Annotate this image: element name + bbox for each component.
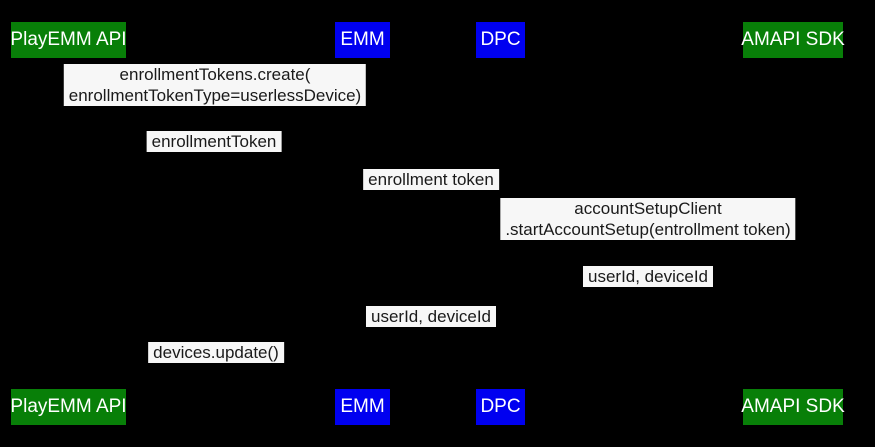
message-enrollment-token: enrollment token (363, 169, 499, 190)
message-userid-deviceid-2: userId, deviceId (365, 306, 497, 327)
actor-dpc-top: DPC (476, 22, 525, 58)
message-line: userId, deviceId (587, 267, 709, 286)
actor-amapi-sdk-top: AMAPI SDK (741, 22, 845, 58)
message-line: .startAccountSetup(entrollment token) (505, 220, 791, 239)
message-enrollmenttokens-create: enrollmentTokens.create( enrollmentToken… (63, 64, 367, 106)
message-line: accountSetupClient (574, 199, 722, 218)
message-line: enrollment token (368, 170, 494, 189)
message-line: enrollmentToken (151, 132, 277, 151)
message-userid-deviceid-1: userId, deviceId (582, 266, 714, 287)
message-line: enrollmentTokenType=userlessDevice) (68, 86, 362, 105)
actor-amapi-sdk-bottom: AMAPI SDK (741, 389, 845, 425)
message-line: userId, deviceId (370, 307, 492, 326)
actor-playemm-api-bottom: PlayEMM API (10, 389, 127, 425)
message-devices-update: devices.update() (148, 342, 284, 363)
actor-emm-top: EMM (335, 22, 390, 58)
message-enrollmenttoken-return: enrollmentToken (146, 131, 282, 152)
message-line: enrollmentTokens.create( (119, 65, 311, 84)
message-line: devices.update() (153, 343, 279, 362)
actor-emm-bottom: EMM (335, 389, 390, 425)
message-start-account-setup: accountSetupClient .startAccountSetup(en… (500, 198, 796, 240)
actor-playemm-api-top: PlayEMM API (10, 22, 127, 58)
actor-dpc-bottom: DPC (476, 389, 525, 425)
